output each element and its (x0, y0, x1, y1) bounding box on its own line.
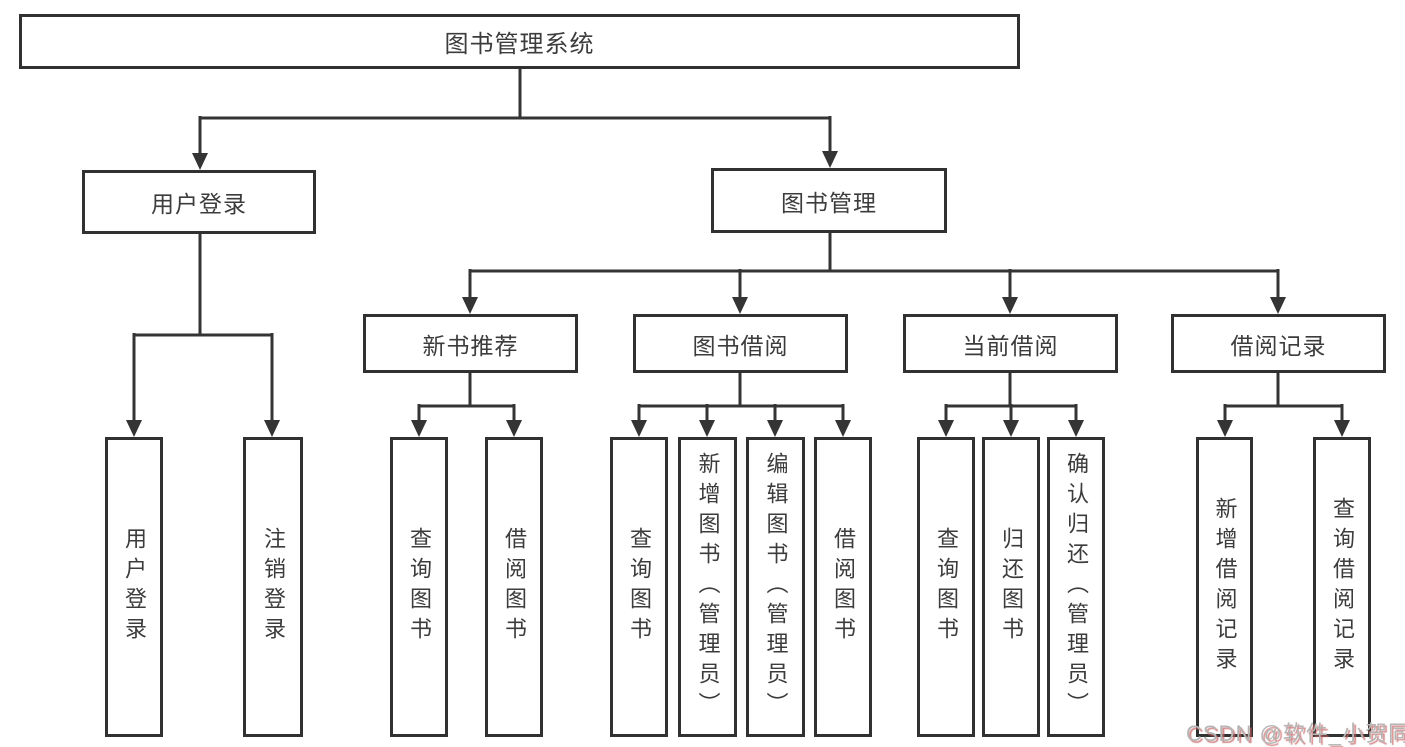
leaf-query-borrow-record: 查询借阅记录 (1313, 437, 1371, 737)
node-user-login: 用户登录 (82, 170, 316, 234)
node-current-borrow: 当前借阅 (903, 314, 1118, 373)
leaf-return-books: 归还图书 (982, 437, 1040, 737)
node-book-management: 图书管理 (711, 168, 947, 233)
leaf-edit-books-admin: 编辑图书（管理员） (746, 437, 805, 737)
leaf-add-books-admin: 新增图书（管理员） (678, 437, 737, 737)
leaf-user-login: 用户登录 (105, 437, 163, 737)
leaf-borrow-books-recommend: 借阅图书 (485, 437, 543, 737)
node-library-system: 图书管理系统 (19, 14, 1020, 69)
leaf-query-books-borrow: 查询图书 (610, 437, 668, 737)
leaf-confirm-return-admin: 确认归还（管理员） (1047, 437, 1105, 737)
leaf-add-borrow-record: 新增借阅记录 (1196, 437, 1253, 737)
leaf-query-books-current: 查询图书 (917, 437, 975, 737)
node-new-book-recommend: 新书推荐 (363, 314, 578, 373)
csdn-watermark: CSDN @软件_小贺同学 (1186, 721, 1405, 746)
leaf-logout: 注销登录 (243, 437, 303, 737)
node-book-borrow: 图书借阅 (633, 314, 848, 373)
node-borrow-records: 借阅记录 (1171, 314, 1386, 373)
leaf-borrow-books: 借阅图书 (814, 437, 872, 737)
leaf-query-books-recommend: 查询图书 (390, 437, 448, 737)
